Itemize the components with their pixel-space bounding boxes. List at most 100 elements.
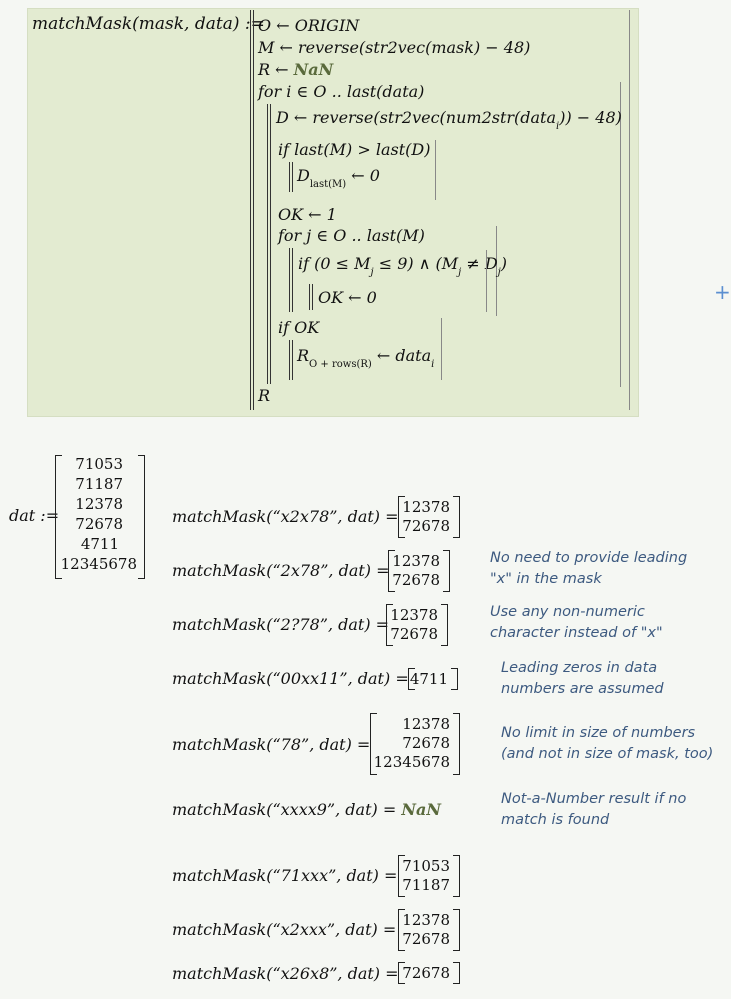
annotation-note: Not-a-Number result if no match is found: [501, 789, 686, 831]
matrix-cell: 12345678: [373, 753, 450, 771]
result-matrix: 12378 72678: [386, 604, 448, 646]
matrix-cell: 72678: [402, 517, 450, 535]
inner-if-frame-right: [486, 250, 487, 312]
note-line: match is found: [501, 812, 610, 828]
matrix-left-bracket: [55, 455, 62, 579]
matrix-right-bracket: [453, 855, 460, 897]
code-line-1: O ← ORIGIN: [258, 16, 360, 35]
matrix-right-bracket: [451, 668, 458, 690]
matrix-right-bracket: [453, 496, 460, 538]
if-ok-body-bar: [289, 340, 290, 380]
code-line-3-assign: R ←: [258, 60, 289, 79]
code-line-10-d: ): [500, 254, 508, 273]
matrix-cell: 12378: [392, 552, 440, 570]
example-expression[interactable]: matchMask(“78”, dat) =: [172, 735, 371, 754]
code-line-11: OK ← 0: [318, 288, 377, 307]
matrix-cell: 12378: [75, 495, 123, 513]
example-expression[interactable]: matchMask(“x2xxx”, dat) =: [172, 920, 397, 939]
if-ok-body-bar: [292, 340, 293, 380]
matrix-cell: 72678: [402, 930, 450, 948]
code-line-10-sub1: j: [370, 267, 374, 278]
code-line-10: if (0 ≤ Mj ≤ 9) ∧ (Mj ≠ Dj): [298, 254, 507, 278]
note-line: No limit in size of numbers: [501, 725, 696, 741]
for-j-frame-right: [496, 226, 497, 316]
code-line-5-end: )) − 48): [559, 108, 622, 127]
code-line-10-b: ≤ 9) ∧ (M: [378, 254, 459, 273]
code-line-13-b: ← data: [376, 346, 432, 365]
note-line: Leading zeros in data: [501, 660, 658, 676]
annotation-note: No need to provide leading "x" in the ma…: [490, 548, 687, 590]
example-expression[interactable]: matchMask(“x26x8”, dat) =: [172, 964, 399, 983]
code-line-14: R: [258, 386, 271, 405]
code-line-10-sub2: j: [458, 267, 462, 278]
matrix-right-bracket: [443, 550, 450, 592]
matrix-left-bracket: [370, 713, 377, 775]
matrix-cell: 71053: [75, 455, 123, 473]
code-line-9: for j ∈ O .. last(M): [278, 226, 425, 245]
code-line-2: M ← reverse(str2vec(mask) − 48): [258, 38, 531, 57]
matrix-cell: 71187: [402, 876, 450, 894]
example-expression[interactable]: matchMask(“2x78”, dat) =: [172, 561, 390, 580]
code-line-13: RO + rows(R) ← datai: [297, 346, 434, 370]
example-expression[interactable]: matchMask(“2?78”, dat) =: [172, 615, 390, 634]
note-line: No need to provide leading: [490, 550, 688, 566]
note-line: numbers are assumed: [501, 681, 664, 697]
matrix-left-bracket: [408, 668, 415, 690]
result-matrix: 12378 72678: [388, 550, 450, 592]
inner-if-bar: [312, 284, 313, 310]
annotation-note: Leading zeros in data numbers are assume…: [501, 658, 664, 700]
example-expression[interactable]: matchMask(“x2x78”, dat) =: [172, 507, 399, 526]
matrix-right-bracket: [441, 604, 448, 646]
code-line-10-sub3: j: [497, 267, 501, 278]
matrix-left-bracket: [388, 550, 395, 592]
matrix-right-bracket: [453, 713, 460, 775]
inner-if-bar: [309, 284, 310, 310]
matrix-right-bracket: [453, 962, 460, 984]
matrix-cell: 12378: [402, 911, 450, 929]
note-line: (and not in size of mask, too): [501, 746, 714, 762]
if-frame-right: [435, 140, 436, 200]
program-bar: [253, 10, 254, 410]
matrix-right-bracket: [453, 909, 460, 951]
add-region-icon[interactable]: +: [714, 280, 731, 304]
matrix-cell: 72678: [402, 734, 450, 752]
example-expression-row[interactable]: matchMask(“xxxx9”, dat) = NaN: [172, 800, 441, 819]
code-line-13-sub2: i: [431, 359, 435, 370]
if-body-bar: [289, 162, 290, 192]
matrix-left-bracket: [398, 496, 405, 538]
if-body-bar: [292, 162, 293, 192]
example-expression[interactable]: matchMask(“00xx11”, dat) =: [172, 669, 409, 688]
matrix-cell: 12345678: [60, 555, 137, 573]
code-line-10-a: if (0 ≤ M: [298, 254, 371, 273]
example-expression: matchMask(“xxxx9”, dat) =: [172, 800, 397, 819]
example-expression[interactable]: matchMask(“71xxx”, dat) =: [172, 866, 398, 885]
program-region[interactable]: [27, 8, 639, 417]
dat-definition-label: dat :=: [9, 506, 60, 525]
matrix-cell: 71187: [75, 475, 123, 493]
nan-result: NaN: [401, 800, 441, 819]
code-line-5: D ← reverse(str2vec(num2str(datai)) − 48…: [276, 108, 622, 132]
matrix-right-bracket: [138, 455, 145, 579]
code-line-7-a: D: [297, 166, 310, 185]
result-matrix: 71053 71187: [398, 855, 460, 897]
matrix-cell: 72678: [402, 964, 450, 982]
matrix-left-bracket: [398, 909, 405, 951]
matrix-cell: 4711: [80, 535, 119, 553]
matrix-cell: 71053: [402, 857, 450, 875]
matrix-cell: 12378: [402, 715, 450, 733]
result-matrix: 12378 72678: [398, 909, 460, 951]
result-matrix: 4711: [408, 668, 458, 690]
matrix-left-bracket: [398, 962, 405, 984]
for-body-bar: [267, 104, 268, 384]
code-line-7: Dlast(M) ← 0: [297, 166, 380, 190]
code-line-10-c: ≠ D: [466, 254, 498, 273]
annotation-note: Use any non-numeric character instead of…: [490, 602, 663, 644]
code-line-12: if OK: [278, 318, 320, 337]
code-line-3: R ← NaN: [258, 60, 333, 79]
dat-matrix[interactable]: 71053 71187 12378 72678 4711 12345678: [55, 455, 145, 579]
code-line-13-a: R: [297, 346, 310, 365]
note-line: character instead of "x": [490, 625, 663, 641]
matrix-left-bracket: [398, 855, 405, 897]
note-line: "x" in the mask: [490, 571, 602, 587]
program-frame-right: [629, 10, 630, 410]
